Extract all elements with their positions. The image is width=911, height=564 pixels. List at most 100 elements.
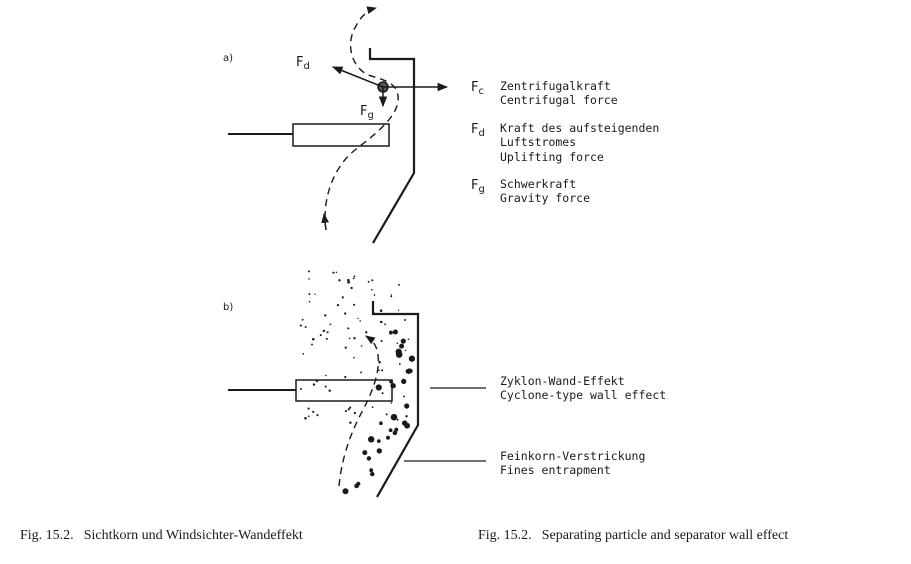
wall-effect-de: Zyklon-Wand-Effekt [500, 374, 625, 388]
fine-particle [347, 408, 350, 411]
fine-particle [353, 337, 356, 340]
fine-particle [373, 294, 376, 296]
fine-particle [301, 318, 304, 321]
fine-particle [304, 417, 307, 420]
fine-particle [311, 343, 313, 346]
fine-particle [307, 270, 311, 273]
fine-particle [359, 320, 361, 322]
coarse-particle [400, 338, 406, 344]
fine-particle [353, 356, 355, 359]
coarse-particle [390, 413, 398, 421]
fine-particle [390, 402, 393, 404]
coarse-particle [368, 436, 375, 443]
fine-particle [347, 327, 350, 330]
coarse-particle [392, 329, 398, 335]
fine-particle [371, 406, 374, 408]
caption-english-text: Separating particle and separator wall e… [541, 528, 789, 543]
symbol-fd-diagram: Fd [296, 55, 310, 72]
fine-particle [381, 392, 384, 395]
coarse-particle [405, 368, 411, 374]
coarse-particle [408, 355, 416, 362]
caption-english: Fig. 15.2. Separating particle and separa… [478, 528, 788, 544]
caption-german-text: Sichtkorn und Windsichter-Wandeffekt [83, 528, 303, 543]
fine-particle [349, 421, 352, 424]
fine-particle [403, 395, 406, 398]
entrapment-en: Fines entrapment [500, 463, 611, 477]
coarse-particle [370, 471, 375, 477]
coarse-particle [386, 435, 390, 440]
entrapment-de: Feinkorn-Verstrickung [500, 449, 645, 463]
coarse-particle [342, 488, 349, 495]
fine-particle [315, 379, 319, 383]
fine-particle [352, 277, 355, 280]
caption-english-number: Fig. 15.2. [478, 528, 532, 543]
fine-particle [384, 323, 386, 326]
coarse-particle [379, 421, 383, 426]
coarse-particle [366, 456, 372, 461]
fine-particle [378, 369, 380, 372]
fine-particle [325, 337, 328, 340]
fine-particle [324, 314, 327, 317]
fine-particle [344, 312, 347, 315]
fine-particle [326, 331, 329, 334]
fine-particle [344, 375, 347, 379]
panel-b: b) Zyklon-Wand-Effekt Cyclone-type wall … [223, 270, 666, 498]
fine-particle [396, 342, 399, 345]
coarse-particle [369, 468, 374, 473]
coarse-particle [388, 428, 393, 433]
coarse-particle [376, 448, 382, 454]
fine-particle [353, 303, 356, 306]
feed-nozzle-a [292, 123, 390, 147]
fine-particle [335, 271, 338, 274]
fine-particle [338, 279, 341, 282]
fine-particle [397, 309, 400, 312]
fine-particle [325, 374, 327, 377]
fine-particle [365, 331, 368, 334]
fine-particle [314, 293, 316, 295]
fine-particle [405, 415, 408, 418]
fine-particle [380, 320, 383, 324]
fine-particle [367, 280, 370, 283]
fine-particle [398, 283, 400, 286]
fine-particle [353, 275, 356, 278]
legend-fg-symbol: Fg [471, 178, 485, 195]
fine-particle [299, 388, 302, 390]
caption-german-number: Fig. 15.2. [20, 528, 74, 543]
legend-fd-en: Uplifting force [500, 150, 604, 164]
fine-particle [341, 296, 344, 299]
fine-particle [380, 339, 383, 343]
coarse-particle [404, 403, 410, 409]
legend-fc-symbol: Fc [471, 80, 484, 97]
fine-particle [316, 414, 319, 417]
fine-particle [398, 362, 401, 365]
separator-wall-a [368, 48, 416, 244]
particle-path-a-start-arrow [321, 213, 329, 231]
fine-particle [371, 279, 374, 282]
fine-particle [407, 338, 410, 341]
coarse-particle [399, 343, 405, 349]
coarse-particle [394, 427, 399, 432]
fine-particle [357, 317, 359, 320]
coarse-particle [389, 379, 393, 384]
fine-particles-cloud [299, 270, 411, 424]
panel-a: a) Fd Fg Fc Zentrifugalkraft Centrifugal… [223, 6, 659, 244]
fine-particle [329, 323, 332, 326]
fine-particle [302, 353, 305, 355]
coarse-particle [395, 351, 403, 358]
legend-fg-de: Schwerkraft [500, 177, 576, 191]
fine-particle [312, 383, 316, 386]
fine-particle [347, 278, 350, 282]
fine-particle [349, 406, 352, 409]
fine-particle [336, 303, 340, 307]
coarse-particle [392, 430, 398, 436]
coarse-particle [401, 378, 407, 385]
fine-particle [308, 278, 310, 280]
coarse-particle [388, 330, 393, 335]
fine-particle [404, 319, 407, 321]
feed-nozzle-b [295, 379, 393, 402]
fine-particle [344, 346, 347, 349]
airflow-path-b [338, 335, 380, 487]
coarse-particle [401, 420, 408, 426]
